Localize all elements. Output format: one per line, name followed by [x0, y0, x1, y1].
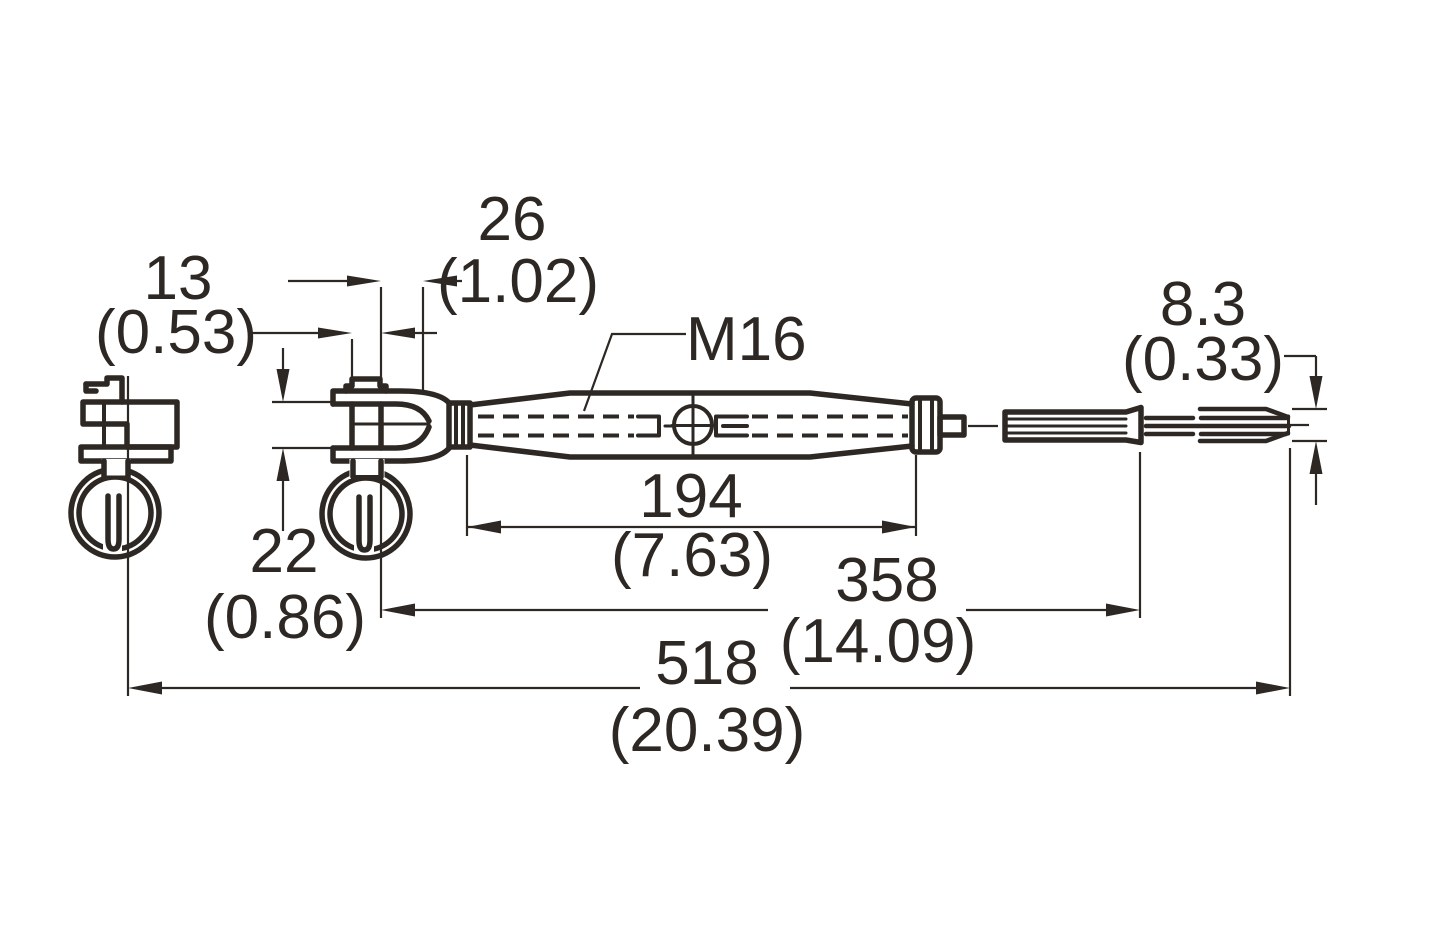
jaw-shank-boss-lines: [454, 401, 465, 449]
jaw-pin-head: [343, 376, 389, 394]
jaw-lower-plate-inner: [330, 424, 432, 451]
jaw-upper-plate-outer: [330, 388, 453, 407]
wire-top-edge: [1197, 406, 1291, 420]
swage-stud-terminal: [937, 404, 1144, 446]
dim-body-length: 194 (7.63): [467, 462, 916, 590]
dim-pin-to-terminal-mm-label: 358: [835, 546, 938, 615]
side-lower-plate: [78, 444, 174, 464]
dim-overall-length-in-label: (20.39): [609, 696, 805, 765]
turnbuckle-body: [467, 390, 915, 460]
body-bottom-edge: [467, 442, 915, 460]
side-view-jaw: [68, 375, 180, 560]
arrowhead: [128, 681, 162, 695]
arrowhead: [1256, 681, 1290, 695]
jaw-upper-plate-inner: [330, 401, 432, 424]
dim-wire-diameter-mm-label: 8.3: [1160, 270, 1246, 339]
jaw-ring-split: [356, 494, 373, 553]
jaw-lower-plate-outer: [330, 444, 453, 464]
dim-overall-length-mm-label: 518: [655, 629, 758, 698]
dim-overall-length: 518 (20.39): [128, 629, 1290, 765]
right-stud-end: [714, 414, 749, 438]
arrowhead: [423, 275, 457, 287]
arrowhead: [276, 369, 290, 402]
dim-ticks: [1287, 407, 1327, 443]
jaw-pin-shaft: [349, 401, 384, 451]
dim-wire-diameter: 8.3 (0.33): [1122, 270, 1327, 505]
side-jaw-body: [80, 399, 180, 450]
dim-wire-diameter-in-label: (0.33): [1122, 325, 1284, 394]
arrowhead: [276, 448, 290, 481]
body-top-edge: [467, 390, 915, 408]
exposed-thread-stub: [937, 414, 967, 438]
dim-pin-to-terminal: 358 (14.09): [381, 546, 1140, 676]
arrowhead: [1309, 376, 1323, 409]
dim-jaw-opening-mm-label: 22: [250, 517, 319, 586]
dim-jaw-head-length-in-label: (1.02): [437, 247, 599, 316]
dim-jaw-head-length-mm-label: 26: [478, 185, 547, 254]
dim-pin-to-terminal-in-label: (14.09): [780, 607, 976, 676]
jaw-pin-bottom: [350, 458, 384, 480]
lock-nut: [909, 395, 943, 455]
side-ring-split: [105, 493, 122, 552]
dim-line: [1284, 354, 1318, 505]
left-stud-end: [636, 414, 661, 438]
leader-line: [582, 332, 686, 412]
extension-lines: [126, 287, 1292, 696]
swage-sleeve-lines: [1004, 417, 1128, 435]
dim-jaw-opening: 22 (0.86): [204, 348, 366, 652]
dim-body-length-in-label: (7.63): [611, 521, 773, 590]
dim-pin-diameter-mm-label: 13: [144, 244, 213, 313]
arrowhead: [467, 520, 501, 534]
arrowhead: [381, 327, 415, 339]
dim-pin-diameter: 13 (0.53): [95, 244, 437, 367]
nut-outline: [909, 395, 943, 455]
arrowhead: [318, 327, 352, 339]
dim-pin-diameter-in-label: (0.53): [95, 298, 257, 367]
dim-jaw-head-length: 26 (1.02): [288, 185, 599, 316]
arrowhead: [1309, 441, 1323, 474]
dim-jaw-opening-in-label: (0.86): [204, 583, 366, 652]
dim-ticks: [272, 400, 333, 450]
side-pin-head-step: [83, 381, 99, 394]
nut-flats: [918, 396, 934, 454]
arrowhead: [381, 603, 415, 617]
wire-bottom-edge: [1197, 430, 1291, 444]
thread-callout: M16: [582, 305, 807, 412]
front-view-jaw: [319, 376, 473, 561]
jaw-shank-boss: [446, 400, 473, 450]
wire-rope: [1143, 406, 1292, 444]
arrowhead: [347, 275, 381, 287]
side-pin-head: [83, 375, 125, 405]
thread-size-label: M16: [686, 305, 807, 374]
arrowhead: [1106, 603, 1140, 617]
dim-body-length-mm-label: 194: [639, 462, 742, 531]
arrowhead: [882, 520, 916, 534]
